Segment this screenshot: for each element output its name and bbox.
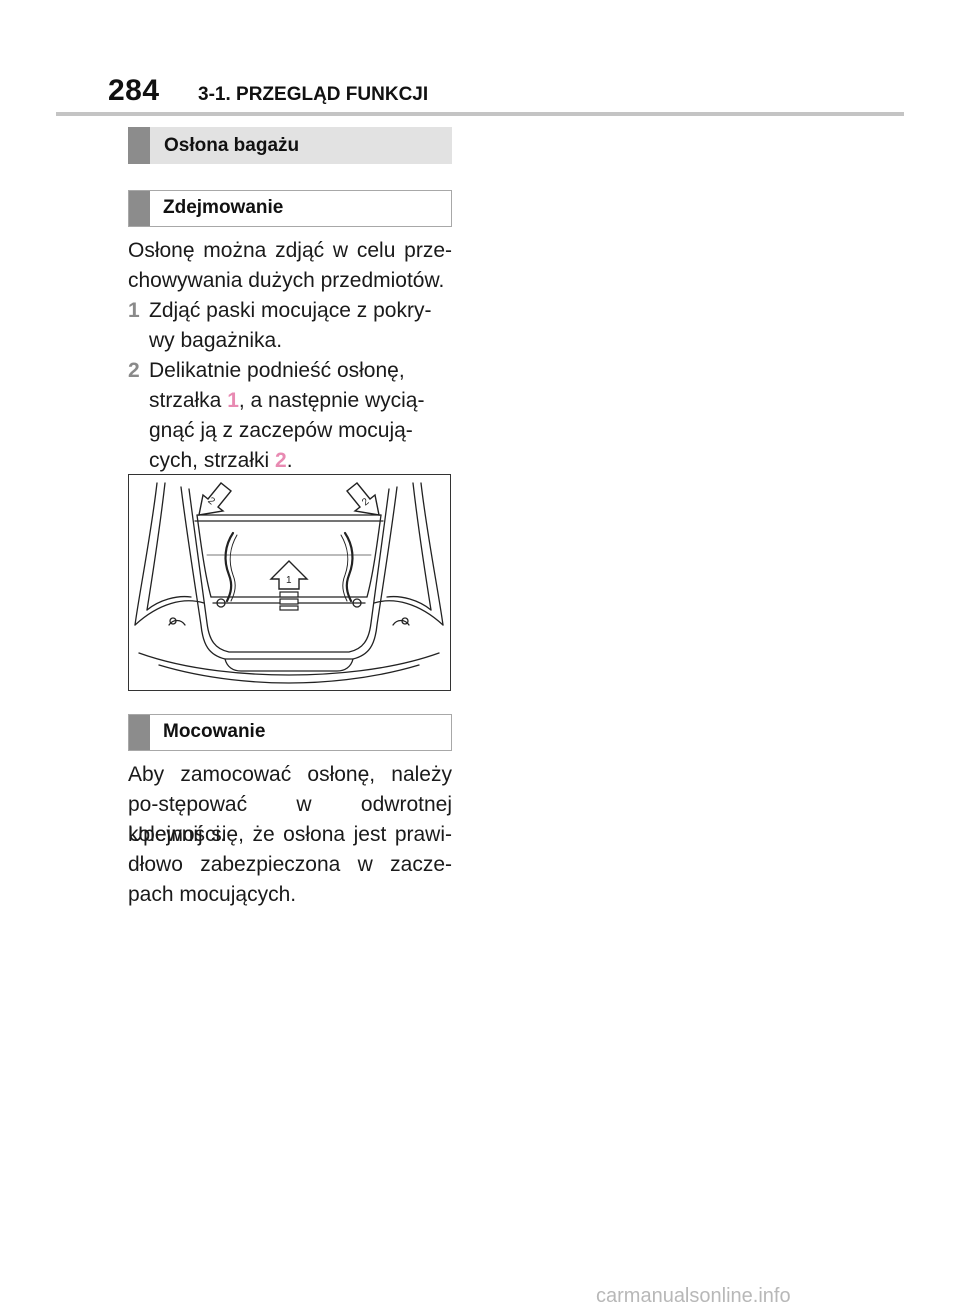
step-1: 1 Zdjąć paski mocujące z pokry-wy bagażn… [128, 296, 452, 356]
subsection-title-installation: Mocowanie [163, 721, 266, 742]
arrow-2-left-icon: 2 [198, 482, 232, 516]
installation-paragraph-1: Aby zamocować osłonę, należy po-stępować… [128, 763, 452, 846]
header-divider [56, 112, 904, 116]
section-header: Osłona bagażu [128, 127, 452, 164]
watermark: carmanualsonline.info [596, 1285, 791, 1307]
removal-intro: Osłonę można zdjąć w celu prze-chowywani… [128, 239, 452, 292]
arrow-1-icon: 1 [269, 560, 309, 611]
step-2: 2 Delikatnie podnieść osłonę, strzałka 1… [128, 356, 452, 476]
chapter-title: 3-1. PRZEGLĄD FUNKCJI [198, 84, 429, 105]
subsection-title-removal: Zdejmowanie [163, 197, 284, 218]
section-title: Osłona bagażu [164, 135, 300, 156]
step-2-number: 2 [128, 359, 140, 382]
step-2-text-middle: , a następnie wycią-gnąć ją z zaczepów m… [149, 389, 425, 472]
subsection-marker [129, 191, 150, 226]
arrow-2-right-label: 2 [360, 496, 372, 508]
arrow-2-right-icon: 2 [346, 482, 380, 516]
arrow-ref-2: 2 [275, 449, 287, 472]
step-2-text-before: Delikatnie podnieść osłonę, strzałka [149, 359, 405, 412]
trunk-illustration: 1 2 2 [128, 474, 451, 691]
subsection-marker [129, 715, 150, 750]
arrow-2-left-label: 2 [205, 495, 217, 507]
trunk-cover-drawing: 1 2 2 [134, 482, 444, 684]
step-2-text: Delikatnie podnieść osłonę, strzałka 1, … [149, 356, 452, 476]
installation-paragraph-2: Upewnij się, że osłona jest prawi-dłowo … [128, 823, 452, 906]
step-2-text-after: . [286, 449, 293, 472]
step-1-text: Zdjąć paski mocujące z pokry-wy bagażnik… [149, 299, 432, 352]
arrow-1-label: 1 [286, 575, 292, 586]
page-number: 284 [108, 74, 160, 107]
subsection-header-removal: Zdejmowanie [128, 190, 452, 227]
subsection-header-installation: Mocowanie [128, 714, 452, 751]
step-1-number: 1 [128, 299, 140, 322]
section-marker [128, 127, 150, 164]
arrow-ref-1: 1 [227, 389, 239, 412]
